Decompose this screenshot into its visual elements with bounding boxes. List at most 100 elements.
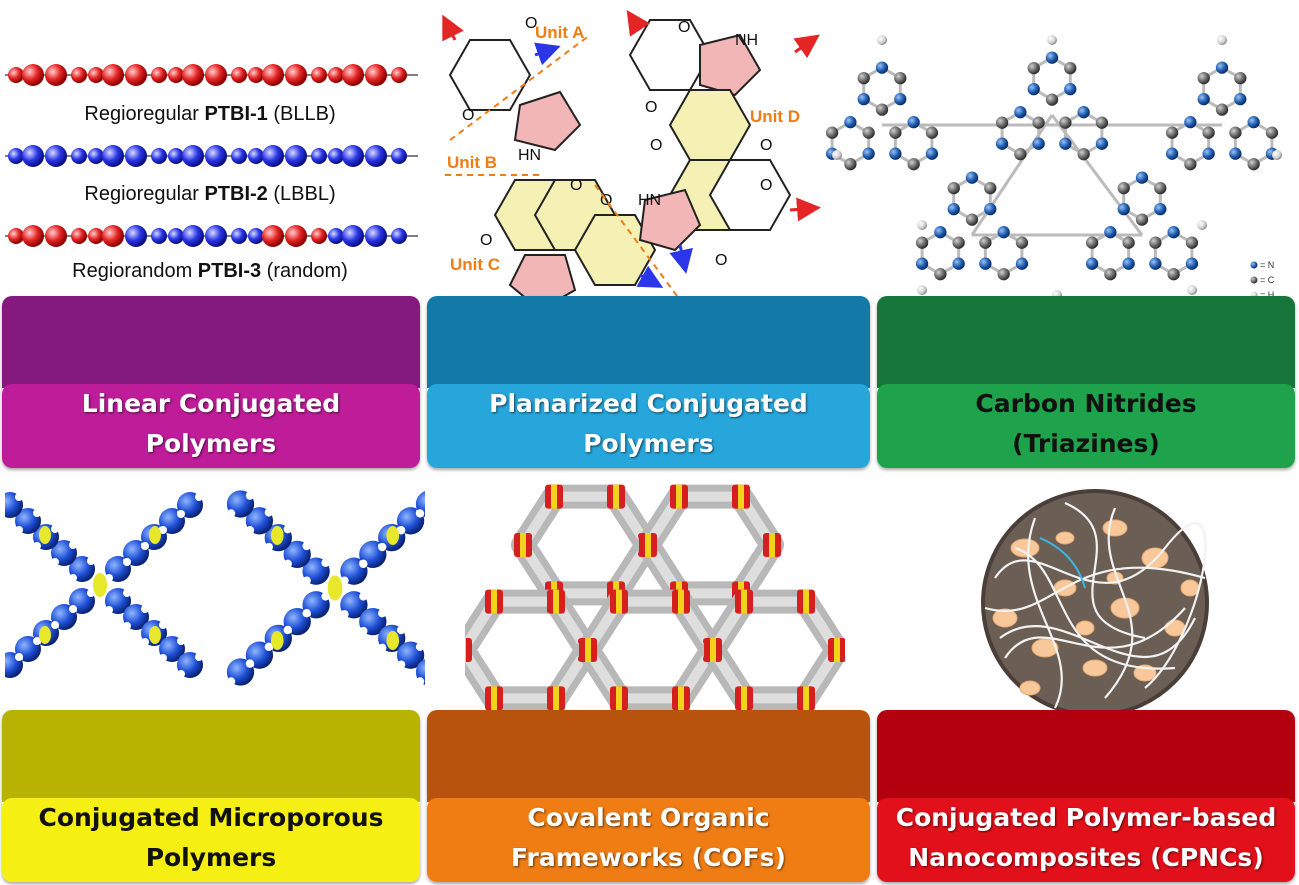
cmp-h [245, 659, 255, 668]
cof-node-stripe [769, 533, 775, 557]
atom [875, 103, 889, 116]
tile-label-band [2, 384, 420, 468]
bead [285, 64, 307, 86]
bead [342, 225, 364, 247]
cmp-h [141, 638, 149, 646]
cmp-molecule-right [226, 490, 425, 686]
cmp-h [105, 606, 113, 614]
cof-node-stripe [520, 533, 526, 557]
cmp-node [270, 631, 284, 650]
bead [102, 64, 124, 86]
atom [857, 92, 870, 106]
cmp-h [177, 670, 185, 678]
bead [262, 145, 284, 167]
atom [844, 158, 857, 171]
cmp-h [340, 576, 349, 585]
bead [391, 67, 407, 83]
atom [915, 257, 929, 270]
atom [1085, 236, 1099, 249]
chain-ptbi-1 [5, 64, 418, 86]
atom [1014, 148, 1027, 161]
svg-text:Unit D: Unit D [750, 107, 800, 126]
cmp-h [264, 542, 274, 552]
atom [947, 181, 960, 195]
cof-pore-highlight [518, 491, 652, 599]
bead [88, 148, 104, 164]
cof-node-stripe [465, 638, 466, 662]
bead [365, 145, 387, 167]
atom [1027, 82, 1040, 96]
atom [1077, 148, 1090, 161]
svg-text:= N: = N [1260, 260, 1274, 270]
chain-caption-3: Regiorandom PTBI-3 (random) [72, 260, 348, 282]
cof-node-stripe [803, 589, 809, 614]
cmp-node [149, 626, 161, 644]
cmp-h [159, 654, 167, 662]
cof-node-stripe [738, 484, 744, 509]
cmp-h [396, 526, 406, 535]
atom [907, 158, 920, 171]
atom [947, 202, 960, 216]
atom [1095, 116, 1109, 129]
bead [71, 148, 87, 164]
cof-node-stripe [676, 484, 682, 509]
atom [1167, 268, 1180, 281]
atom-h [917, 220, 927, 230]
atom-h [1187, 285, 1197, 295]
cof-node-stripe [585, 638, 591, 662]
bead [391, 148, 407, 164]
cmp-h [359, 559, 368, 569]
cof-node-stripe [491, 589, 497, 614]
bead [71, 67, 87, 83]
cof-node-stripe [553, 589, 559, 614]
tile-carbon-nitrides[interactable]: Carbon Nitrides(Triazines) [877, 296, 1295, 468]
svg-text:O: O [570, 177, 582, 194]
atom [1184, 158, 1197, 171]
atom-h [832, 150, 842, 160]
bead [342, 64, 364, 86]
atom [1064, 82, 1077, 96]
bead [262, 225, 284, 247]
atom [1247, 158, 1260, 171]
cof-node-stripe [834, 638, 840, 662]
atom [1032, 116, 1045, 129]
cof-node-stripe [645, 533, 651, 557]
svg-text:O: O [760, 177, 772, 194]
atom [997, 268, 1010, 281]
atom-h [1217, 35, 1227, 45]
bead [8, 228, 24, 244]
cmp-h [321, 592, 330, 601]
bead [22, 64, 44, 86]
atom [1215, 61, 1229, 74]
cmp-h [415, 677, 425, 686]
atom [984, 181, 997, 195]
bead [168, 228, 184, 244]
atom [1059, 137, 1072, 150]
atom [862, 126, 875, 139]
bead [151, 67, 167, 83]
bead [45, 145, 67, 167]
atom [1234, 92, 1247, 106]
atom [979, 236, 992, 249]
svg-text:O: O [480, 232, 492, 249]
bead [231, 148, 247, 164]
svg-text:= H: = H [1260, 290, 1274, 300]
cmp-h [141, 605, 149, 613]
atom [1215, 103, 1229, 116]
svg-text:Unit B: Unit B [447, 153, 497, 172]
atom [1135, 171, 1149, 184]
svg-text:= C: = C [1260, 275, 1275, 285]
tile-label-band [427, 384, 870, 468]
cof-node-stripe [551, 484, 557, 509]
atom [997, 226, 1010, 239]
atom [1122, 236, 1135, 249]
svg-text:O: O [525, 15, 537, 32]
cof-node-stripe [678, 686, 684, 711]
tile-top-band [427, 296, 870, 388]
